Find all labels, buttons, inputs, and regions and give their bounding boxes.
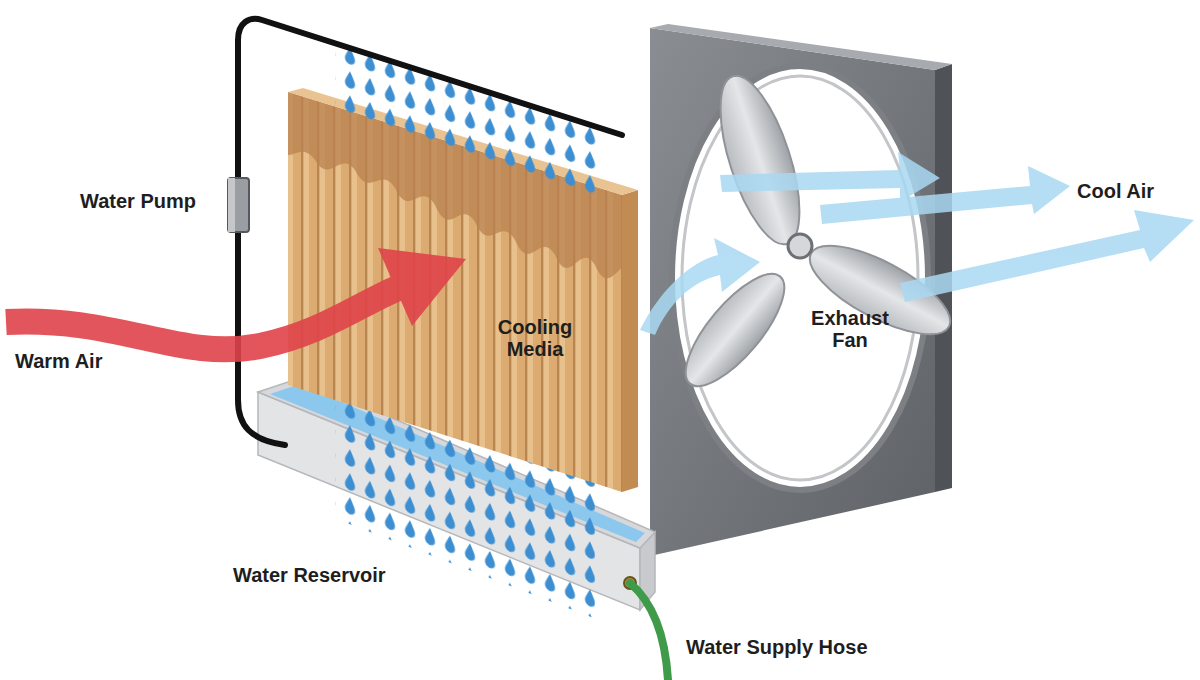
spray-drops xyxy=(335,39,600,199)
flow-label: Warm Air xyxy=(15,350,102,372)
water-pump xyxy=(228,178,249,232)
water-supply-hose xyxy=(630,583,668,680)
part-label: Water Supply Hose xyxy=(686,636,868,658)
part-label: Water Pump xyxy=(80,190,196,212)
flow-label: Cool Air xyxy=(1077,180,1154,202)
cool-air-arrows xyxy=(640,152,1194,335)
part-label: Water Reservoir xyxy=(233,564,386,586)
water-pipe xyxy=(238,19,622,445)
warm-air-arrow xyxy=(6,248,466,349)
part-label: Cooling Media xyxy=(485,316,585,360)
part-label: Exhaust Fan xyxy=(800,307,900,351)
